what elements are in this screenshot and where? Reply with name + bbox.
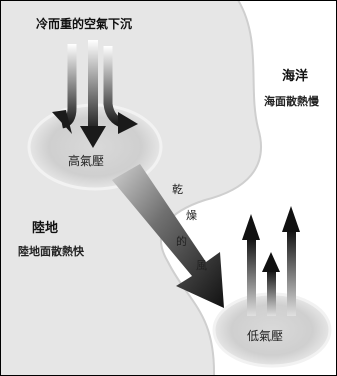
diagonal-arrow-icon [112, 164, 224, 308]
land-title: 陸地 [32, 221, 59, 236]
cold-air-label: 冷而重的空氣下沉 [36, 17, 133, 31]
down-arrows-icon [52, 40, 138, 148]
low-pressure-label: 低氣壓 [247, 329, 284, 343]
up-arrows-icon [242, 206, 300, 316]
coastline [159, 0, 263, 376]
wind-label-char: 燥 [186, 209, 197, 222]
sea-subtitle: 海面散熱慢 [264, 95, 319, 108]
sea-title: 海洋 [282, 69, 309, 84]
wind-label-char: 乾 [172, 183, 183, 196]
land-subtitle: 陸地面散熱快 [18, 245, 84, 258]
wind-label-char: 風 [196, 259, 207, 272]
wind-label-char: 的 [176, 235, 187, 248]
high-pressure-label: 高氣壓 [68, 154, 105, 168]
